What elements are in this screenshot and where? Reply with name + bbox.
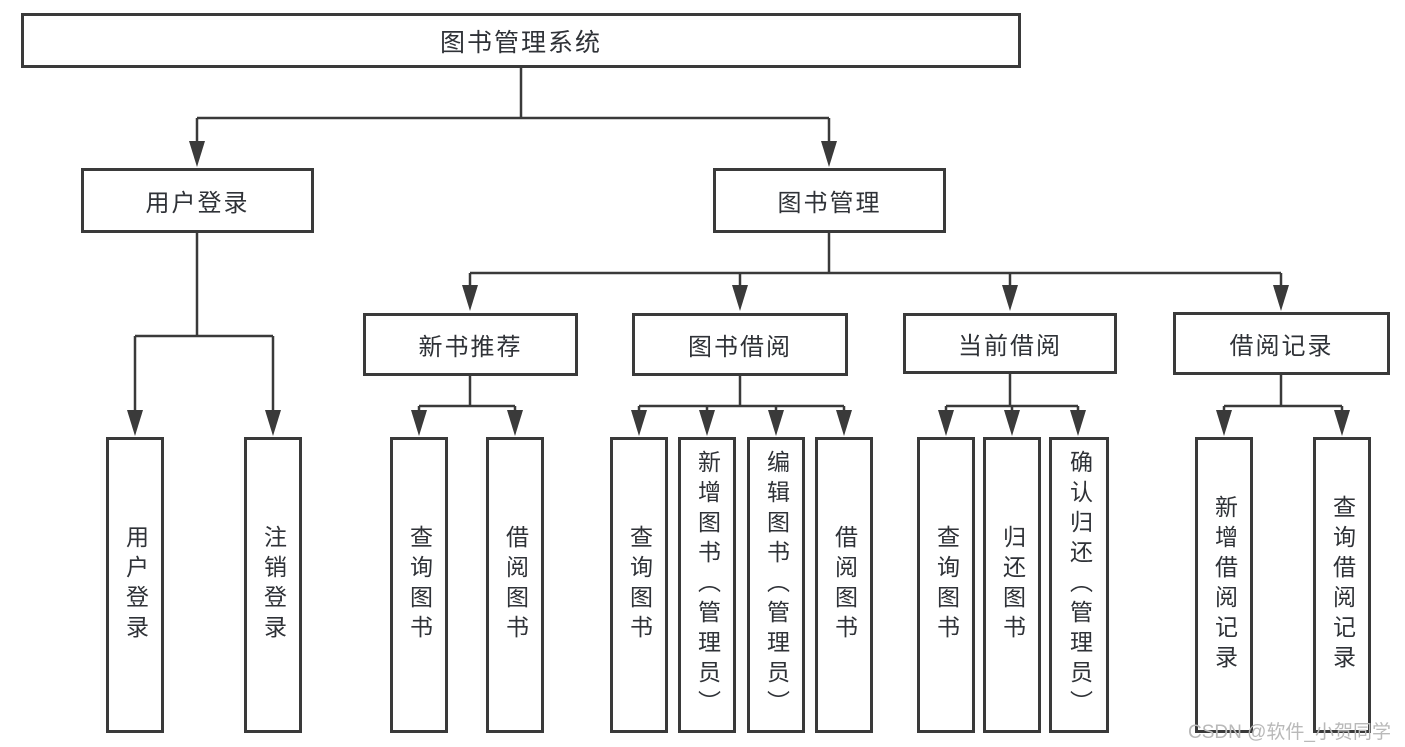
leaf-borrow-query-book: 查询图书	[610, 437, 668, 733]
arrowhead-icon	[507, 410, 523, 436]
leaf-borrow-add-book-admin: 新增图书（管理员）	[678, 437, 736, 733]
leaf-user-login: 用户登录	[106, 437, 164, 733]
connector-current-borrow-children	[938, 374, 1086, 436]
leaf-record-add-record: 新增借阅记录	[1195, 437, 1253, 733]
node-root: 图书管理系统	[21, 13, 1021, 68]
csdn-watermark: CSDN @软件_小贺同学	[1188, 722, 1391, 743]
leaf-borrow-add-book-admin-label: 新增图书（管理员）	[694, 450, 721, 720]
leaf-logout-label: 注销登录	[260, 525, 287, 645]
arrowhead-icon	[1004, 410, 1020, 436]
leaf-current-return-book-label: 归还图书	[999, 525, 1026, 645]
node-book-borrow-label: 图书借阅	[688, 334, 792, 361]
connector-user-login-children	[127, 233, 281, 436]
leaf-current-confirm-return-admin-label: 确认归还（管理员）	[1066, 450, 1093, 720]
arrowhead-icon	[1216, 410, 1232, 436]
leaf-borrow-edit-book-admin-label: 编辑图书（管理员）	[763, 450, 790, 720]
connector-new-book-recommend-children	[411, 376, 523, 436]
leaf-borrow-edit-book-admin: 编辑图书（管理员）	[747, 437, 805, 733]
leaf-record-add-record-label: 新增借阅记录	[1211, 495, 1238, 675]
leaf-recommend-borrow-book: 借阅图书	[486, 437, 544, 733]
arrowhead-icon	[189, 141, 205, 167]
node-user-login: 用户登录	[81, 168, 314, 233]
node-borrow-record: 借阅记录	[1173, 312, 1390, 375]
arrowhead-icon	[265, 410, 281, 436]
node-book-management-label: 图书管理	[777, 190, 882, 217]
leaf-record-query-record-label: 查询借阅记录	[1329, 495, 1356, 675]
arrowhead-icon	[1070, 410, 1086, 436]
arrowhead-icon	[462, 285, 478, 311]
node-book-management: 图书管理	[713, 168, 946, 233]
leaf-record-query-record: 查询借阅记录	[1313, 437, 1371, 733]
arrowhead-icon	[768, 410, 784, 436]
leaf-borrow-borrow-book: 借阅图书	[815, 437, 873, 733]
leaf-current-confirm-return-admin: 确认归还（管理员）	[1049, 437, 1109, 733]
leaf-recommend-query-book: 查询图书	[390, 437, 448, 733]
arrowhead-icon	[1273, 285, 1289, 311]
leaf-borrow-borrow-book-label: 借阅图书	[831, 525, 858, 645]
connector-book-borrow-children	[631, 376, 852, 436]
arrowhead-icon	[836, 410, 852, 436]
arrowhead-icon	[732, 285, 748, 311]
leaf-logout: 注销登录	[244, 437, 302, 733]
arrowhead-icon	[699, 410, 715, 436]
arrowhead-icon	[631, 410, 647, 436]
leaf-user-login-label: 用户登录	[122, 525, 149, 645]
arrowhead-icon	[127, 410, 143, 436]
connector-book-management-children	[462, 233, 1289, 311]
node-current-borrow-label: 当前借阅	[958, 333, 1062, 360]
connector-root-to-level2	[189, 68, 837, 167]
arrowhead-icon	[938, 410, 954, 436]
leaf-current-query-book-label: 查询图书	[933, 525, 960, 645]
leaf-current-return-book: 归还图书	[983, 437, 1041, 733]
node-borrow-record-label: 借阅记录	[1229, 333, 1334, 360]
node-current-borrow: 当前借阅	[903, 313, 1117, 374]
arrowhead-icon	[411, 410, 427, 436]
arrowhead-icon	[1002, 285, 1018, 311]
leaf-recommend-query-book-label: 查询图书	[406, 525, 433, 645]
arrowhead-icon	[821, 141, 837, 167]
node-new-book-recommend-label: 新书推荐	[418, 334, 523, 361]
arrowhead-icon	[1334, 410, 1350, 436]
node-root-label: 图书管理系统	[439, 28, 602, 57]
leaf-current-query-book: 查询图书	[917, 437, 975, 733]
leaf-borrow-query-book-label: 查询图书	[626, 525, 653, 645]
node-user-login-label: 用户登录	[145, 190, 250, 217]
node-book-borrow: 图书借阅	[632, 313, 848, 376]
connector-borrow-record-children	[1216, 375, 1350, 436]
leaf-recommend-borrow-book-label: 借阅图书	[502, 525, 529, 645]
node-new-book-recommend: 新书推荐	[363, 313, 578, 376]
